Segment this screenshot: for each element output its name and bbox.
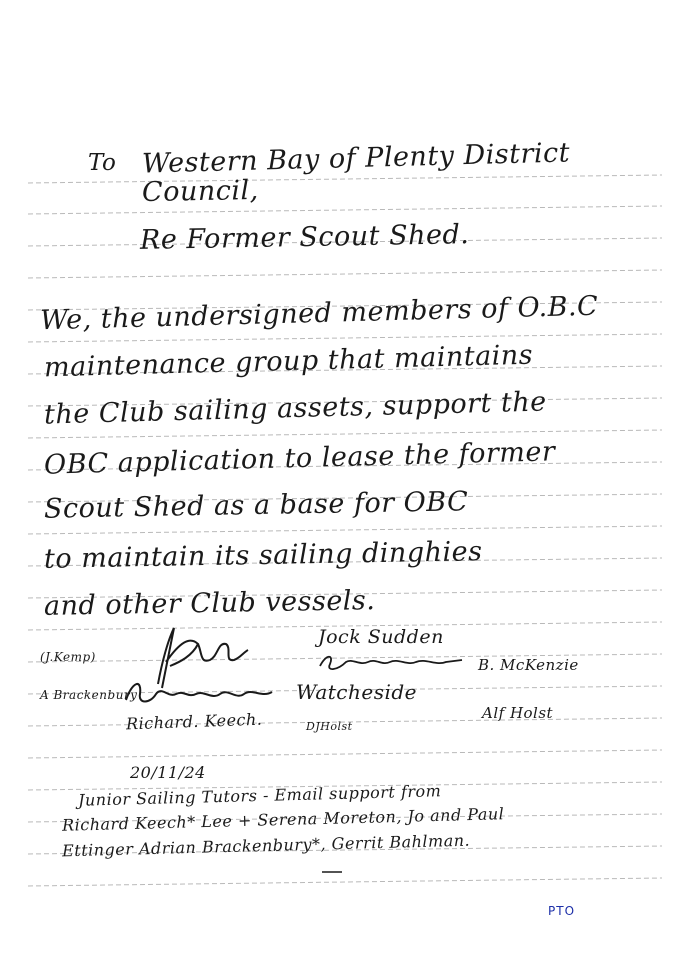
- holst-label: Alf Holst: [482, 704, 554, 722]
- subject-line: Re Former Scout Shed.: [139, 219, 470, 256]
- date: 20/11/24: [130, 763, 206, 782]
- holst-signature: DJHolst: [306, 720, 353, 733]
- kemp-signature: [157, 627, 249, 689]
- brackenbury-label: A Brackenbury: [40, 688, 138, 702]
- mckenzie-signature-scribble: [319, 655, 463, 670]
- watcheside-signature: Watcheside: [296, 680, 417, 704]
- body-line-7: and other Club vessels.: [43, 585, 376, 622]
- brackenbury-signature: [125, 683, 273, 703]
- mckenzie-label: B. McKenzie: [478, 656, 579, 674]
- pto-mark: PTO: [548, 904, 576, 918]
- addressee-line-2: Council,: [141, 174, 259, 209]
- to-label: To: [88, 150, 117, 176]
- kemp-label: (J.Kemp): [40, 650, 96, 664]
- sudden-signature: Jock Sudden: [318, 626, 444, 648]
